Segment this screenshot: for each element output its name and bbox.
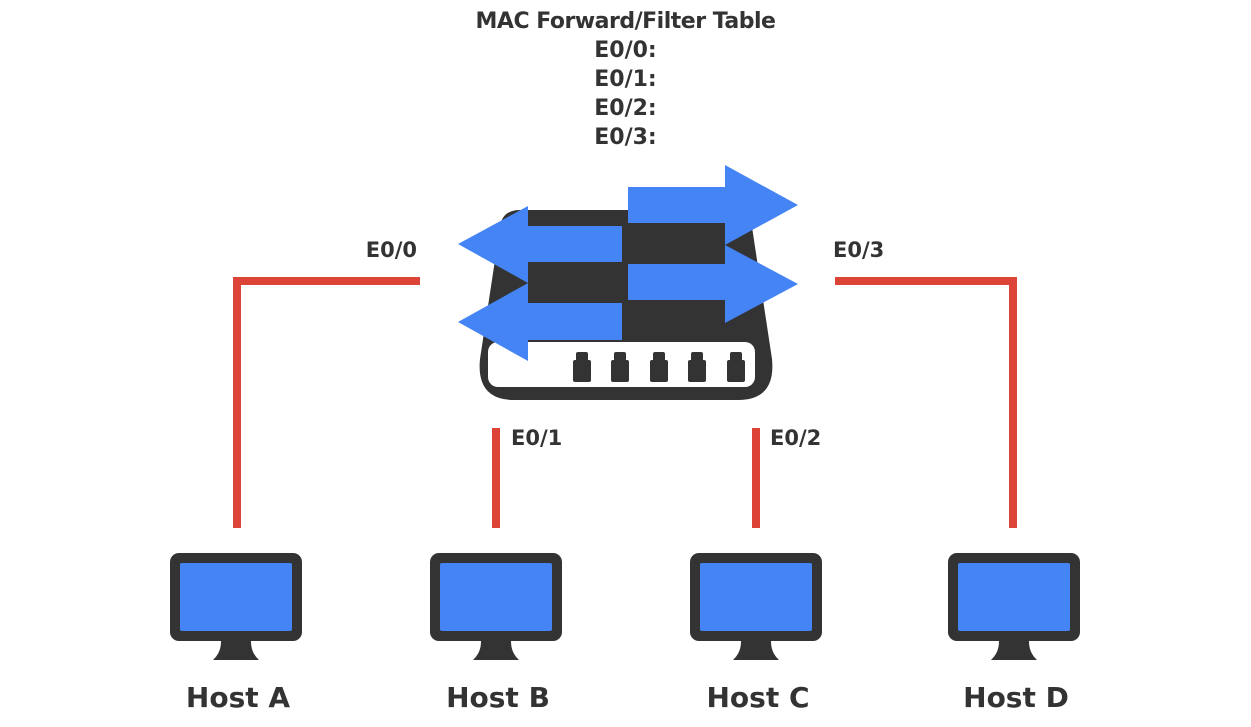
host-b-label: Host B [446,681,550,714]
link-host-a-horizontal [233,277,420,285]
host-b-icon [430,553,562,660]
link-host-a-vertical [233,277,241,528]
port-label-e00: E0/0 [365,238,417,262]
arrow-right-bottom-icon [628,245,798,323]
link-host-d-horizontal [835,277,1017,285]
mac-table-title: MAC Forward/Filter Table [475,9,776,34]
arrow-left-bottom-icon [458,283,622,361]
host-c-icon [690,553,822,660]
host-d-label: Host D [963,681,1069,714]
switch-ports [573,352,745,382]
switch-traffic-arrows [458,165,798,361]
port-label-e03: E0/3 [833,238,885,262]
arrow-right-top-icon [628,165,798,245]
mac-table-entry-e01: E0/1: [594,67,657,92]
link-host-d-vertical [1009,277,1017,528]
port-label-e01: E0/1 [511,426,563,450]
mac-table: MAC Forward/Filter Table E0/0: E0/1: E0/… [0,8,1251,152]
mac-table-entry-e02: E0/2: [594,96,657,121]
mac-table-entry-e03: E0/3: [594,125,657,150]
port-label-e02: E0/2 [770,426,822,450]
switch-icon [458,165,798,400]
link-host-b-vertical [492,428,500,528]
host-a-icon [170,553,302,660]
host-d-icon [948,553,1080,660]
host-c-label: Host C [706,681,810,714]
link-host-c-vertical [752,428,760,528]
mac-table-entry-e00: E0/0: [594,38,657,63]
host-a-label: Host A [185,681,291,714]
arrow-left-top-icon [458,206,622,283]
